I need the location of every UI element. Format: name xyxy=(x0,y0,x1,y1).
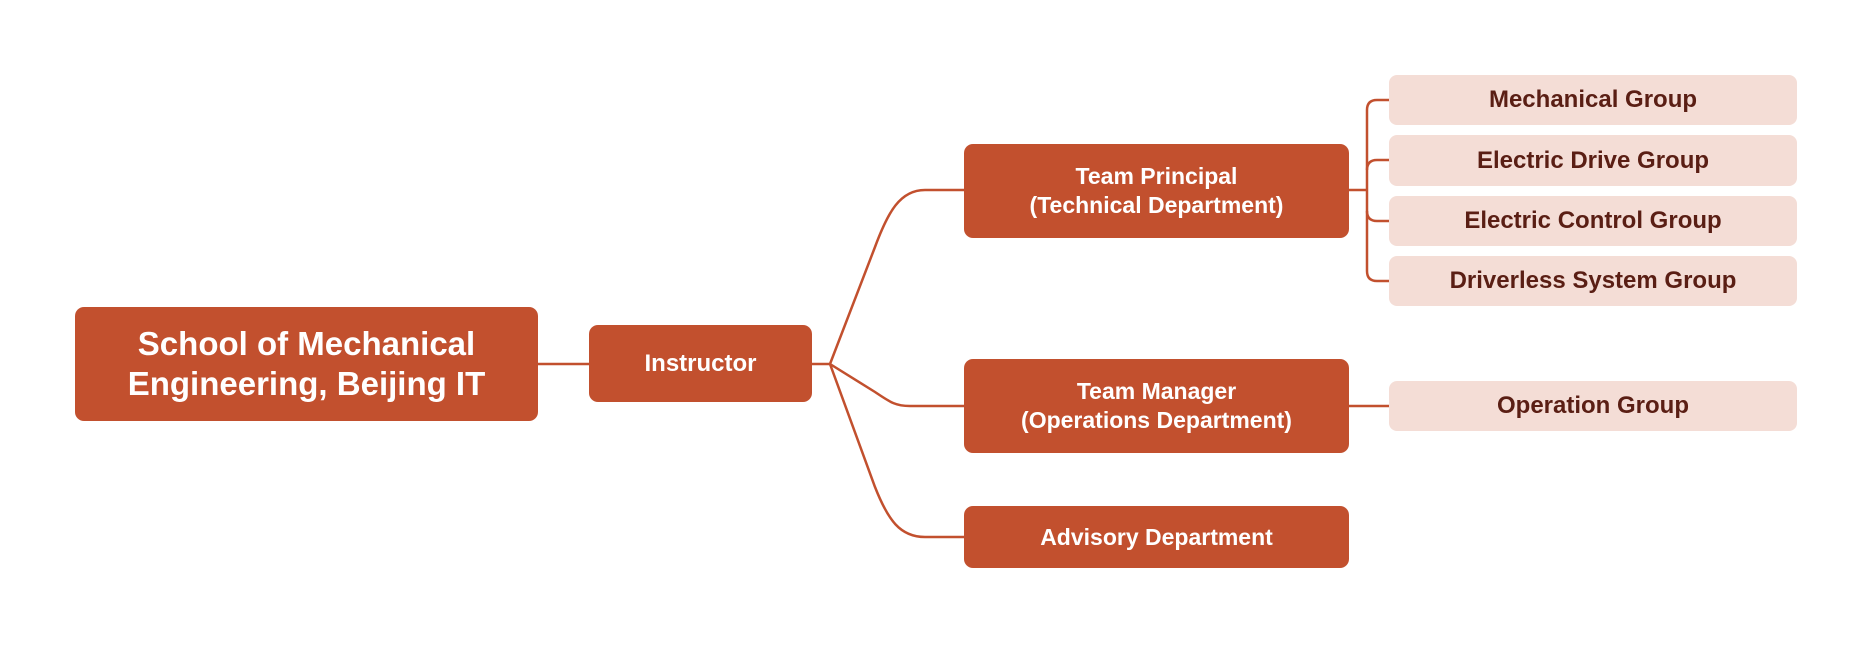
connector-to-operations xyxy=(829,362,964,408)
advisory-label: Advisory Department xyxy=(1040,523,1273,550)
node-team-principal[interactable]: Team Principal (Technical Department) xyxy=(964,144,1349,238)
node-instructor[interactable]: Instructor xyxy=(589,325,812,402)
team-principal-subtitle: (Technical Department) xyxy=(1029,192,1284,218)
group-label: Driverless System Group xyxy=(1449,267,1737,294)
connector-technical-groups xyxy=(1365,98,1389,283)
connector-to-advisory xyxy=(828,363,964,539)
team-manager-subtitle: (Operations Department) xyxy=(1021,407,1292,433)
node-mechanical-group[interactable]: Mechanical Group xyxy=(1389,75,1797,125)
group-label: Electric Control Group xyxy=(1464,207,1722,234)
root-node-school[interactable]: School of Mechanical Engineering, Beijin… xyxy=(75,307,538,421)
root-line-1: School of Mechanical xyxy=(137,325,476,362)
node-electric-control-group[interactable]: Electric Control Group xyxy=(1389,196,1797,246)
team-principal-title: Team Principal xyxy=(1075,163,1238,189)
connector-to-technical xyxy=(828,188,964,365)
connector-group-2 xyxy=(1365,158,1389,171)
group-label: Operation Group xyxy=(1497,392,1689,419)
node-team-manager[interactable]: Team Manager (Operations Department) xyxy=(964,359,1349,453)
group-label: Mechanical Group xyxy=(1488,86,1698,113)
root-line-2: Engineering, Beijing IT xyxy=(127,365,486,402)
node-advisory-department[interactable]: Advisory Department xyxy=(964,506,1349,568)
node-electric-drive-group[interactable]: Electric Drive Group xyxy=(1389,135,1797,186)
node-operation-group[interactable]: Operation Group xyxy=(1389,381,1797,431)
instructor-label: Instructor xyxy=(644,349,757,377)
group-label: Electric Drive Group xyxy=(1476,146,1710,174)
team-manager-title: Team Manager xyxy=(1076,378,1237,404)
connector-group-3 xyxy=(1365,210,1389,223)
node-driverless-system-group[interactable]: Driverless System Group xyxy=(1389,256,1797,306)
